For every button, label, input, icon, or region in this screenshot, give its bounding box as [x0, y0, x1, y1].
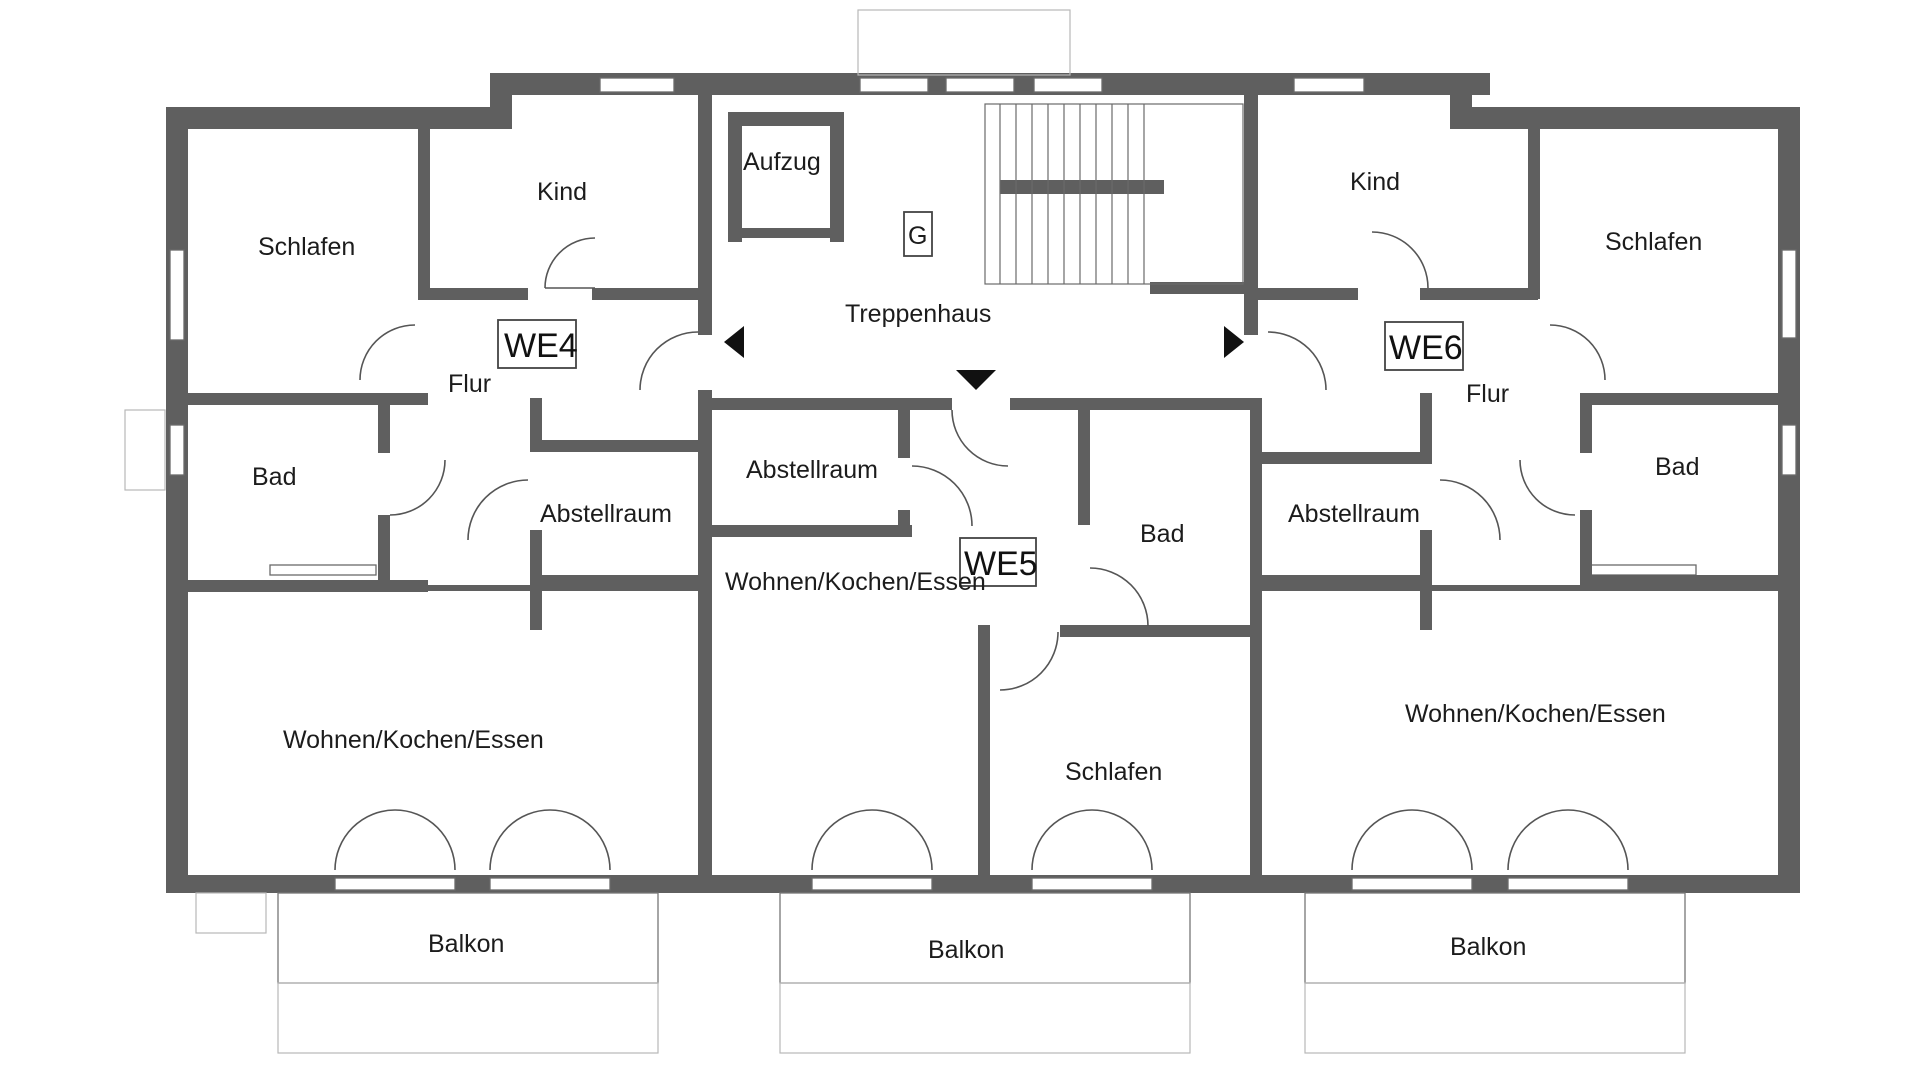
room-label-balkon-right: Balkon — [1450, 933, 1526, 961]
room-label-schlafen-left: Schlafen — [258, 233, 355, 261]
arrow-right-icon — [1224, 326, 1244, 358]
room-label-balkon-center: Balkon — [928, 936, 1004, 964]
unit-badges: WE4 WE5 WE6 G — [497, 211, 1464, 587]
room-label-wohnen-left: Wohnen/Kochen/Essen — [283, 726, 544, 754]
room-label-bad-right: Bad — [1655, 453, 1699, 481]
unit-label-we5: WE5 — [964, 545, 1038, 583]
room-label-kind-right: Kind — [1350, 168, 1400, 196]
room-label-abstellraum-left: Abstellraum — [540, 500, 672, 528]
room-labels: Kind Schlafen Flur Bad Abstellraum Wohne… — [252, 148, 1702, 964]
unit-label-we6: WE6 — [1389, 329, 1463, 367]
unit-label-we4: WE4 — [504, 327, 578, 365]
interior-walls — [188, 95, 1778, 890]
windows — [169, 77, 1797, 891]
room-label-schlafen-center: Schlafen — [1065, 758, 1162, 786]
room-label-wohnen-center: Wohnen/Kochen/Essen — [725, 568, 986, 596]
room-label-aufzug: Aufzug — [743, 148, 821, 176]
room-label-bad-left: Bad — [252, 463, 296, 491]
room-label-kind-left: Kind — [537, 178, 587, 206]
arrow-down-icon — [956, 370, 996, 390]
room-label-bad-center: Bad — [1140, 520, 1184, 548]
room-label-abstellraum-center: Abstellraum — [746, 456, 878, 484]
room-label-abstellraum-right: Abstellraum — [1288, 500, 1420, 528]
room-label-flur-right: Flur — [1466, 380, 1509, 408]
doors — [334, 231, 1629, 871]
balconies — [124, 9, 1686, 1054]
room-label-balkon-left: Balkon — [428, 930, 504, 958]
staircase — [984, 103, 1244, 285]
room-label-treppenhaus: Treppenhaus — [845, 300, 991, 328]
room-label-wohnen-right: Wohnen/Kochen/Essen — [1405, 700, 1666, 728]
stair-marker: G — [908, 222, 927, 250]
room-label-schlafen-right: Schlafen — [1605, 228, 1702, 256]
arrow-left-icon — [724, 326, 744, 358]
room-label-flur-left: Flur — [448, 370, 491, 398]
direction-arrows — [724, 326, 1244, 390]
